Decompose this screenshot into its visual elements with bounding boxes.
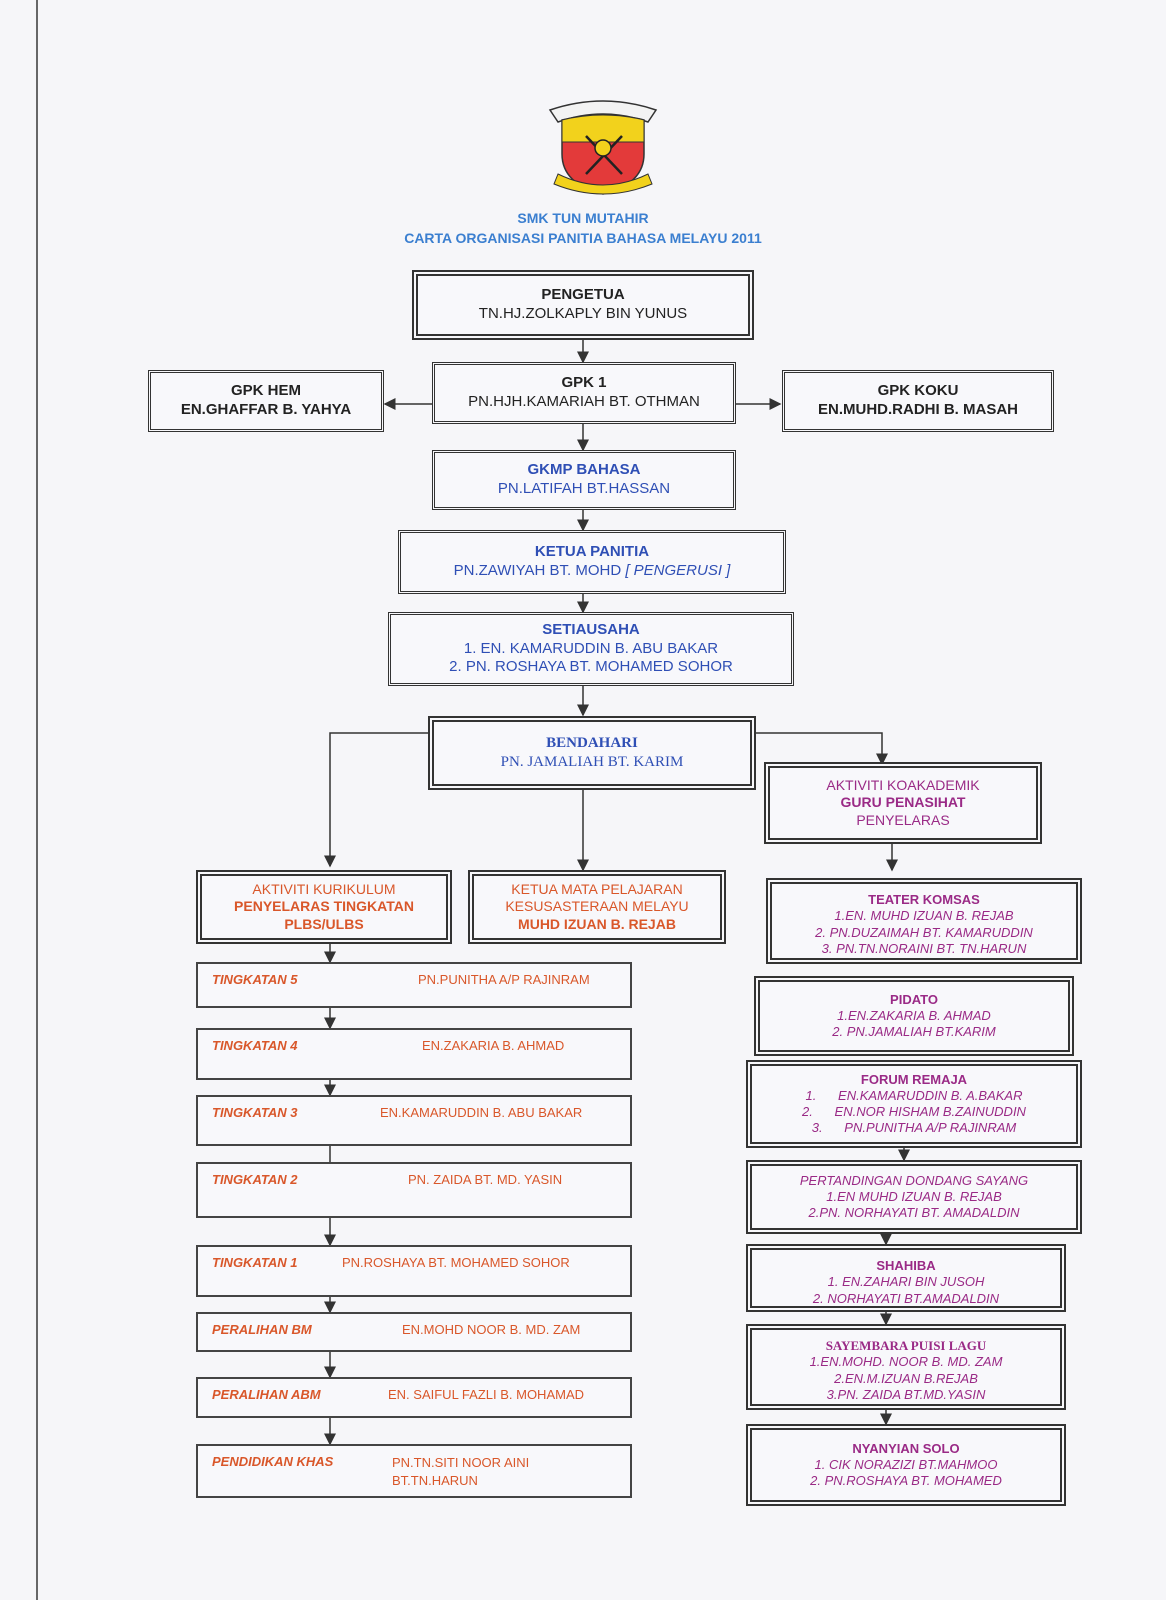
activity-box: SHAHIBA 1. EN.ZAHARI BIN JUSOH 2. NORHAY…: [746, 1244, 1066, 1312]
setiausaha-box: SETIAUSAHA 1. EN. KAMARUDDIN B. ABU BAKA…: [388, 612, 794, 686]
member-name: 1.EN.MOHD. NOOR B. MD. ZAM: [809, 1354, 1003, 1370]
member-name: 1.EN. MUHD IZUAN B. REJAB: [834, 908, 1014, 924]
role-label: GPK HEM: [230, 382, 301, 400]
bendahari-box: BENDAHARI PN. JAMALIAH BT. KARIM: [428, 716, 756, 790]
gkmp-box: GKMP BAHASA PN.LATIFAH BT.HASSAN: [432, 450, 736, 510]
teacher-name: EN.KAMARUDDIN B. ABU BAKAR: [380, 1105, 583, 1120]
member-name: 1.EN.ZAKARIA B. AHMAD: [837, 1007, 991, 1023]
box-line: AKTIVITI KURIKULUM: [252, 880, 396, 897]
level-label: TINGKATAN 4: [212, 1038, 298, 1053]
ketua-panitia-box: KETUA PANITIA PN.ZAWIYAH BT. MOHD [ PENG…: [398, 530, 786, 594]
activity-title: TEATER KOMSAS: [868, 892, 980, 907]
member-name: 2.PN. NORHAYATI BT. AMADALDIN: [808, 1205, 1020, 1221]
teacher-name: BT.TN.HARUN: [392, 1472, 478, 1488]
teacher-name: PN. ZAIDA BT. MD. YASIN: [408, 1172, 563, 1187]
role-label: GKMP BAHASA: [527, 461, 641, 479]
role-label: KETUA PANITIA: [534, 543, 650, 561]
member-name: 1.EN MUHD IZUAN B. REJAB: [826, 1188, 1002, 1204]
ketua-mp-box: KETUA MATA PELAJARAN KESUSASTERAAN MELAY…: [468, 870, 726, 944]
role-label: BENDAHARI: [546, 735, 638, 752]
level-label: PERALIHAN BM: [212, 1322, 312, 1337]
teacher-name: EN.MOHD NOOR B. MD. ZAM: [402, 1322, 581, 1337]
box-line: KETUA MATA PELAJARAN: [511, 880, 683, 897]
pengetua-box: PENGETUA TN.HJ.ZOLKAPLY BIN YUNUS: [412, 270, 754, 340]
gpk1-box: GPK 1 PN.HJH.KAMARIAH BT. OTHMAN: [432, 362, 736, 424]
gpk-koku-box: GPK KOKU EN.MUHD.RADHI B. MASAH: [782, 370, 1054, 432]
box-line: AKTIVITI KOAKADEMIK: [826, 776, 980, 793]
role-label: PENGETUA: [541, 286, 625, 304]
role-label: GPK 1: [561, 374, 607, 392]
box-line: GURU PENASIHAT: [840, 794, 966, 811]
member-name: 2. PN. ROSHAYA BT. MOHAMED SOHOR: [449, 658, 733, 676]
activity-box: NYANYIAN SOLO 1. CIK NORAZIZI BT.MAHMOO …: [746, 1424, 1066, 1506]
person-name: PN. JAMALIAH BT. KARIM: [500, 754, 684, 770]
kurikulum-box: AKTIVITI KURIKULUM PENYELARAS TINGKATAN …: [196, 870, 452, 944]
tingkatan-row: PERALIHAN BM EN.MOHD NOOR B. MD. ZAM: [196, 1312, 632, 1352]
activity-title: SAYEMBARA PUISI LAGU: [825, 1338, 987, 1353]
member-name: 2. PN.JAMALIAH BT.KARIM: [832, 1024, 996, 1040]
teacher-name: PN.TN.SITI NOOR AINI: [392, 1455, 530, 1470]
member-name: 1. EN. KAMARUDDIN B. ABU BAKAR: [463, 639, 719, 657]
member-name: 2.EN.M.IZUAN B.REJAB: [834, 1370, 978, 1386]
box-line: MUHD IZUAN B. REJAB: [518, 915, 676, 932]
school-crest-logo: [548, 100, 658, 195]
tingkatan-row: TINGKATAN 1 PN.ROSHAYA BT. MOHAMED SOHOR: [196, 1245, 632, 1297]
member-name: 1. EN.ZAHARI BIN JUSOH: [827, 1274, 985, 1290]
activity-title: NYANYIAN SOLO: [852, 1440, 960, 1456]
koakademik-box: AKTIVITI KOAKADEMIK GURU PENASIHAT PENYE…: [764, 762, 1042, 844]
level-label: TINGKATAN 2: [212, 1172, 298, 1187]
activity-title: PERTANDINGAN DONDANG SAYANG: [799, 1172, 1029, 1188]
level-label: TINGKATAN 5: [212, 972, 298, 987]
activity-box: PIDATO 1.EN.ZAKARIA B. AHMAD 2. PN.JAMAL…: [754, 976, 1074, 1056]
activity-title: SHAHIBA: [876, 1258, 936, 1273]
tingkatan-row: PERALIHAN ABM EN. SAIFUL FAZLI B. MOHAMA…: [196, 1377, 632, 1418]
gpk-hem-box: GPK HEM EN.GHAFFAR B. YAHYA: [148, 370, 384, 432]
tingkatan-row: TINGKATAN 2 PN. ZAIDA BT. MD. YASIN: [196, 1162, 632, 1218]
person-name: TN.HJ.ZOLKAPLY BIN YUNUS: [478, 305, 688, 322]
box-line: PLBS/ULBS: [284, 915, 364, 932]
tingkatan-row: TINGKATAN 5 PN.PUNITHA A/P RAJINRAM: [196, 962, 632, 1008]
person-name: PN.LATIFAH BT.HASSAN: [497, 480, 671, 497]
role-label: GPK KOKU: [877, 382, 959, 400]
member-name: 1. EN.KAMARUDDIN B. A.BAKAR: [805, 1087, 1023, 1103]
teacher-name: PN.ROSHAYA BT. MOHAMED SOHOR: [342, 1255, 570, 1270]
member-name: 3.PN. ZAIDA BT.MD.YASIN: [826, 1386, 986, 1402]
chart-title: CARTA ORGANISASI PANITIA BAHASA MELAYU 2…: [404, 230, 762, 246]
box-line: KESUSASTERAAN MELAYU: [505, 898, 689, 915]
role-note: [ PENGERUSI ]: [625, 562, 731, 579]
member-name: 2. NORHAYATI BT.AMADALDIN: [812, 1290, 1000, 1306]
level-label: PERALIHAN ABM: [212, 1387, 321, 1402]
member-name: 3. PN.PUNITHA A/P RAJINRAM: [811, 1120, 1017, 1136]
activity-box: TEATER KOMSAS 1.EN. MUHD IZUAN B. REJAB …: [766, 878, 1082, 964]
person-name: PN.ZAWIYAH BT. MOHD: [453, 562, 622, 579]
activity-box: SAYEMBARA PUISI LAGU 1.EN.MOHD. NOOR B. …: [746, 1324, 1066, 1410]
member-name: 1. CIK NORAZIZI BT.MAHMOO: [814, 1456, 998, 1472]
member-name: 2. EN.NOR HISHAM B.ZAINUDDIN: [802, 1104, 1026, 1119]
box-line: PENYELARAS: [856, 811, 950, 828]
member-name: 3. PN.TN.NORAINI BT. TN.HARUN: [821, 940, 1027, 956]
member-name: 2. PN.DUZAIMAH BT. KAMARUDDIN: [815, 924, 1033, 940]
person-name: EN.MUHD.RADHI B. MASAH: [818, 401, 1018, 418]
school-name: SMK TUN MUTAHIR: [517, 210, 649, 226]
level-label: PENDIDIKAN KHAS: [212, 1454, 334, 1469]
teacher-name: EN.ZAKARIA B. AHMAD: [422, 1038, 565, 1053]
activity-box: FORUM REMAJA 1. EN.KAMARUDDIN B. A.BAKAR…: [746, 1060, 1082, 1148]
tingkatan-row: PENDIDIKAN KHAS PN.TN.SITI NOOR AINI BT.…: [196, 1444, 632, 1498]
member-name: 2. PN.ROSHAYA BT. MOHAMED: [810, 1473, 1002, 1489]
role-label: SETIAUSAHA: [542, 620, 640, 638]
person-name: PN.HJH.KAMARIAH BT. OTHMAN: [468, 393, 700, 410]
box-line: PENYELARAS TINGKATAN: [234, 898, 414, 915]
level-label: TINGKATAN 1: [212, 1255, 298, 1270]
activity-box: PERTANDINGAN DONDANG SAYANG 1.EN MUHD IZ…: [746, 1160, 1082, 1234]
page-edge: [36, 0, 38, 1600]
teacher-name: PN.PUNITHA A/P RAJINRAM: [418, 972, 590, 987]
activity-title: PIDATO: [890, 991, 938, 1007]
teacher-name: EN. SAIFUL FAZLI B. MOHAMAD: [388, 1387, 584, 1402]
level-label: TINGKATAN 3: [212, 1105, 298, 1120]
tingkatan-row: TINGKATAN 4 EN.ZAKARIA B. AHMAD: [196, 1028, 632, 1080]
tingkatan-row: TINGKATAN 3 EN.KAMARUDDIN B. ABU BAKAR: [196, 1095, 632, 1146]
person-name: EN.GHAFFAR B. YAHYA: [180, 401, 352, 418]
activity-title: FORUM REMAJA: [860, 1071, 968, 1087]
